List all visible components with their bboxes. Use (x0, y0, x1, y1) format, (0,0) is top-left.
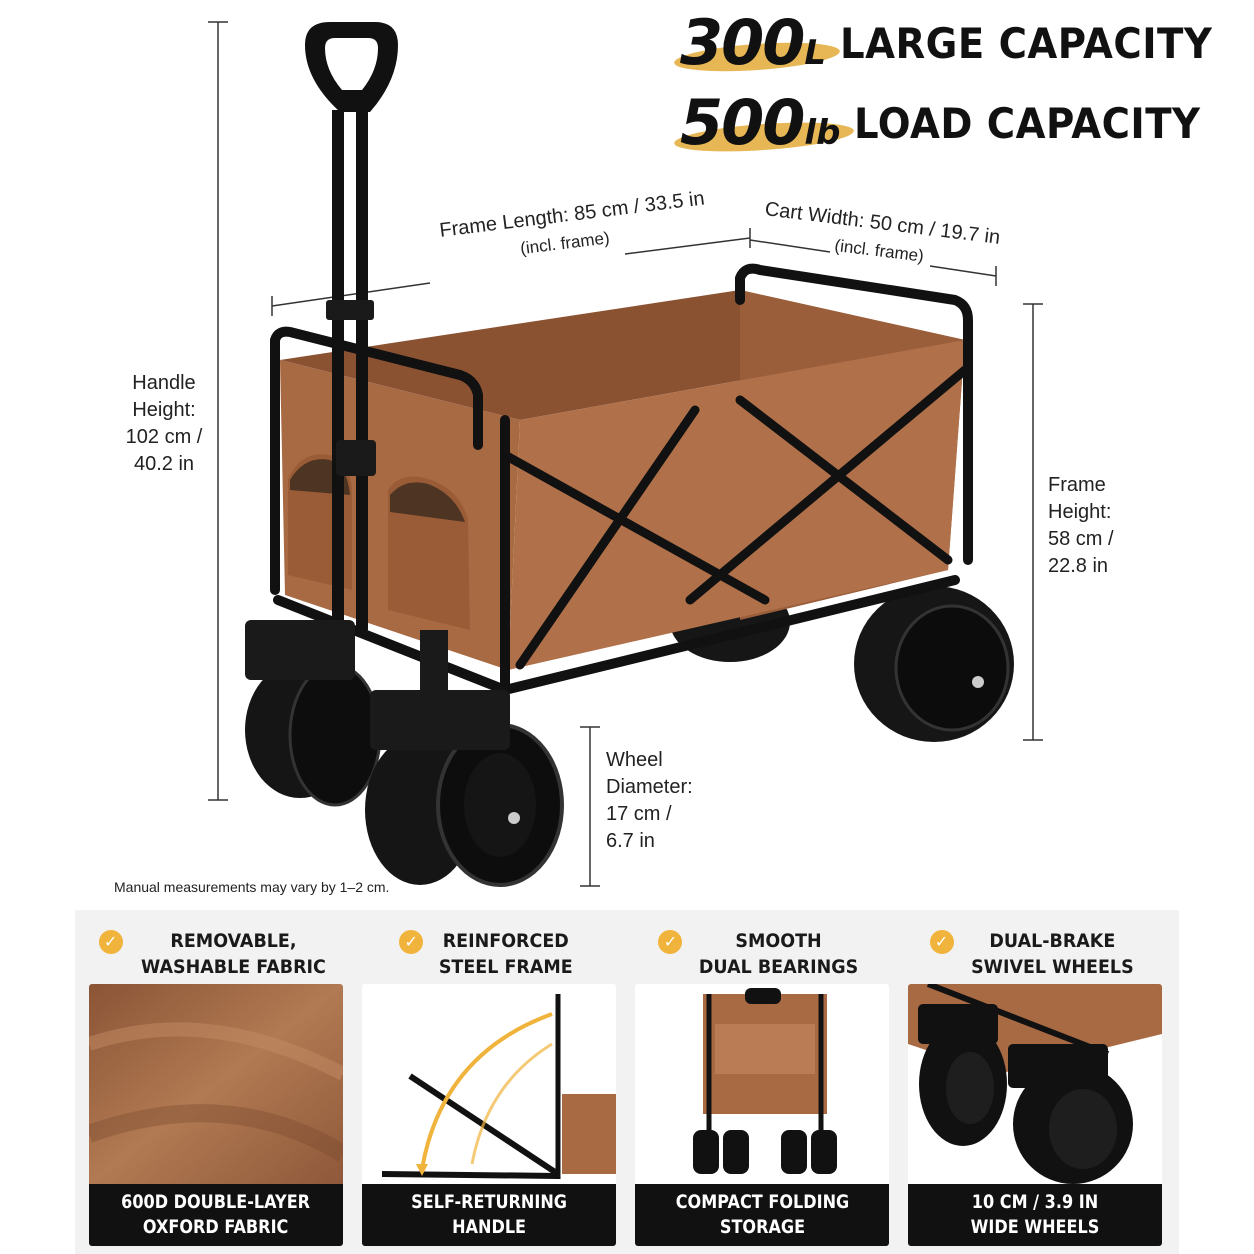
features-panel: ✓ REMOVABLE,WASHABLE FABRIC 600D DOUBLE-… (75, 910, 1179, 1254)
handle-return-image (362, 984, 616, 1184)
capacity-label: LARGE CAPACITY (840, 18, 1213, 68)
capacity-number: 300L (673, 12, 841, 76)
x-braces (500, 365, 970, 670)
feature-fabric: ✓ REMOVABLE,WASHABLE FABRIC 600D DOUBLE-… (89, 910, 343, 1254)
cart-width-line-b (929, 265, 997, 277)
front-wheel-left (245, 620, 382, 807)
folded-storage-image (635, 984, 889, 1184)
check-icon: ✓ (98, 930, 123, 954)
wheel-diameter-label: Wheel Diameter: 17 cm / 6.7 in (606, 749, 693, 852)
pull-handle (305, 22, 398, 630)
check-icon: ✓ (658, 930, 683, 954)
wagon-illustration (208, 21, 1043, 887)
fabric-side (508, 340, 965, 670)
frame-length-line-a (271, 282, 431, 307)
frame-length-line-b (624, 237, 751, 255)
load-label: LOAD CAPACITY (854, 98, 1201, 148)
check-icon: ✓ (929, 930, 954, 954)
check-icon: ✓ (399, 930, 424, 954)
measurement-note: Manual measurements may vary by 1–2 cm. (114, 879, 390, 895)
fabric-closeup-image (89, 984, 343, 1184)
back-wheel-right (854, 586, 1014, 742)
load-number: 500lb (673, 92, 856, 157)
front-wheel-right (365, 630, 564, 887)
wheels-closeup-image (908, 984, 1162, 1184)
frame-height-label: Frame Height: 58 cm / 22.8 in (1048, 474, 1114, 577)
headline-capacity: 300L LARGE CAPACITY (673, 12, 1245, 76)
cart-width-line-a (749, 239, 831, 253)
headline-load: 500lb LOAD CAPACITY (673, 92, 1231, 157)
handle-height-label: Handle Height: 102 cm / 40.2 in (125, 372, 203, 475)
dimension-lines (208, 21, 1043, 887)
feature-title: ✓ REMOVABLE,WASHABLE FABRIC (89, 928, 343, 980)
